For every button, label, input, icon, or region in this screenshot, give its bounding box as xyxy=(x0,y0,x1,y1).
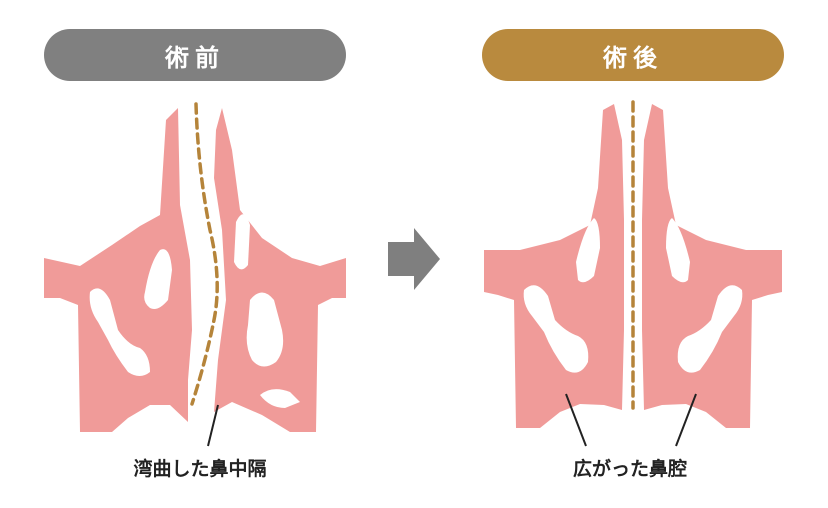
before-nasal-cavity xyxy=(44,102,346,447)
after-nasal-cavity xyxy=(484,100,782,447)
before-title: 術前 xyxy=(165,43,225,72)
before-right-meatus xyxy=(246,292,284,367)
after-tissue-left xyxy=(484,104,624,428)
before-septum-line xyxy=(190,102,219,406)
after-right-meatus xyxy=(677,285,743,373)
after-left-upper-meatus xyxy=(576,218,600,283)
before-tissue-right xyxy=(214,108,346,432)
after-caption: 広がった鼻腔 xyxy=(572,457,687,480)
after-leader-line-left xyxy=(565,393,587,447)
after-tissue-right xyxy=(642,104,782,428)
before-left-meatus xyxy=(89,288,150,376)
after-title: 術後 xyxy=(603,43,663,72)
arrow-right-icon xyxy=(388,228,440,290)
after-title-pill: 術後 xyxy=(482,29,784,81)
after-leader-line-right xyxy=(675,393,697,447)
before-leader-line xyxy=(207,404,219,447)
before-left-upper-meatus xyxy=(144,249,172,309)
before-title-pill: 術前 xyxy=(44,29,346,81)
before-tissue xyxy=(44,108,192,432)
before-caption: 湾曲した鼻中隔 xyxy=(133,457,267,480)
before-right-lower-meatus xyxy=(260,389,300,408)
before-right-upper-meatus xyxy=(234,214,250,270)
after-left-meatus xyxy=(523,285,589,373)
after-right-upper-meatus xyxy=(666,218,690,283)
